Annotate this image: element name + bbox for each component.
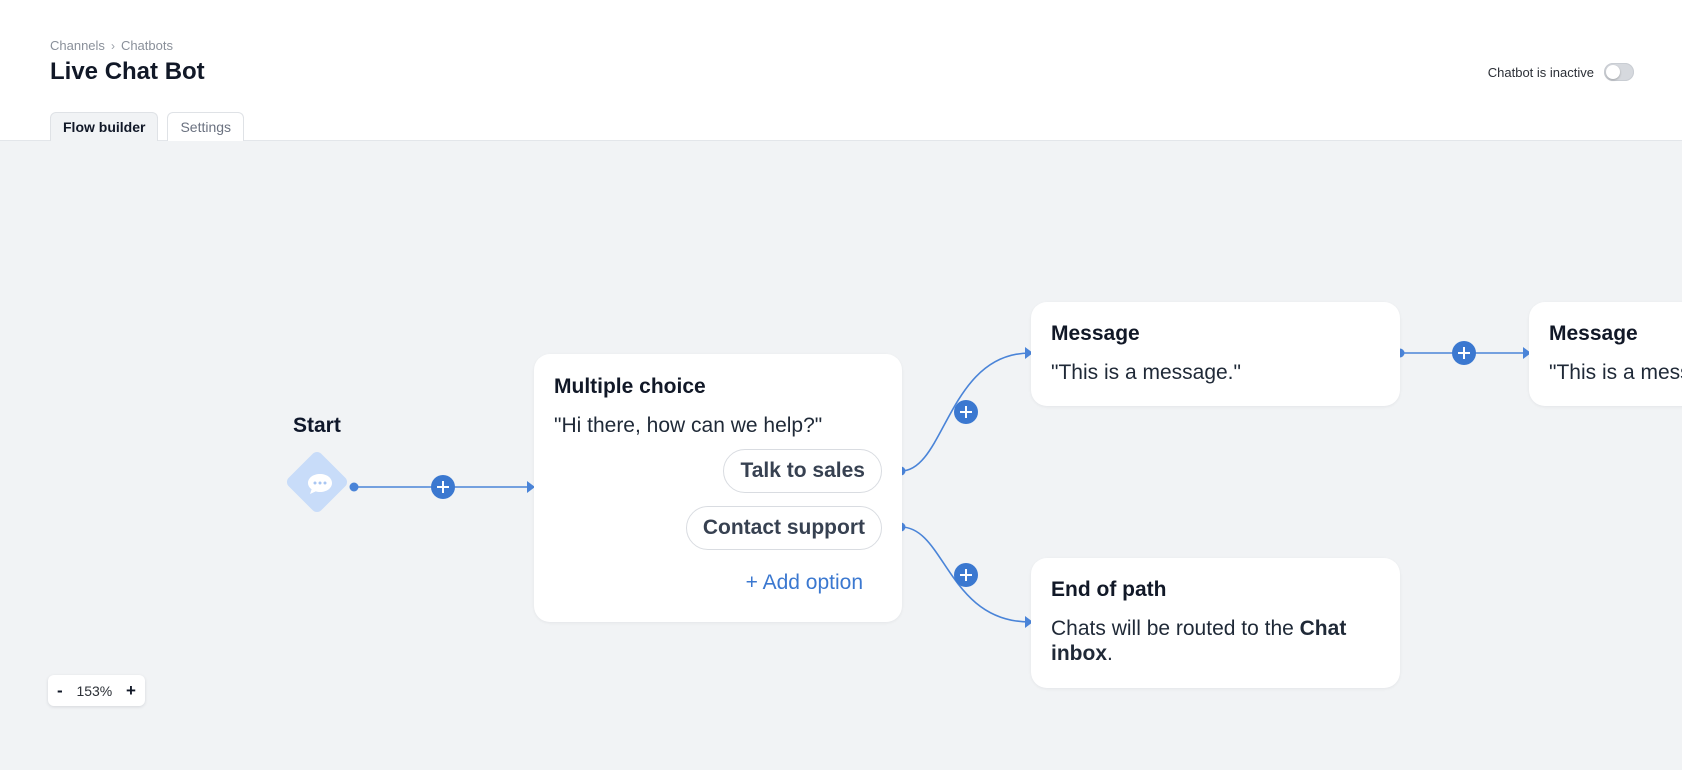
tab-bar: Flow builder Settings bbox=[50, 112, 245, 141]
message-node[interactable]: Message "This is a message." bbox=[1031, 302, 1400, 406]
end-text-prefix: Chats will be routed to the bbox=[1051, 617, 1300, 640]
edge-message-arrow bbox=[1523, 347, 1531, 359]
zoom-control: - 153% + bbox=[48, 675, 145, 706]
breadcrumb: Channels › Chatbots bbox=[50, 38, 173, 53]
chatbot-status: Chatbot is inactive bbox=[1488, 63, 1634, 81]
breadcrumb-channels[interactable]: Channels bbox=[50, 38, 105, 53]
end-of-path-text: Chats will be routed to the Chat inbox. bbox=[1051, 616, 1380, 666]
breadcrumb-chatbots[interactable]: Chatbots bbox=[120, 38, 173, 53]
chatbot-active-toggle[interactable] bbox=[1604, 63, 1634, 81]
node-message: "This is a message." bbox=[1051, 361, 1241, 384]
node-message: "This is a message." bbox=[1549, 361, 1682, 384]
add-step-plus-icon[interactable] bbox=[431, 475, 455, 499]
message-node-2[interactable]: Message "This is a message." bbox=[1529, 302, 1682, 406]
tab-flow-builder[interactable]: Flow builder bbox=[50, 112, 159, 141]
edge-sales-arrow bbox=[1025, 347, 1033, 359]
status-label: Chatbot is inactive bbox=[1487, 64, 1594, 80]
end-of-path-node[interactable]: End of path Chats will be routed to the … bbox=[1031, 558, 1400, 688]
end-text-bold: Chat inbox bbox=[1051, 617, 1347, 665]
node-title: Message bbox=[1051, 322, 1140, 345]
chat-bubble-icon bbox=[308, 474, 332, 494]
option-talk-to-sales[interactable]: Talk to sales bbox=[723, 449, 882, 493]
page-title: Live Chat Bot bbox=[50, 58, 205, 85]
node-message: "Hi there, how can we help?" bbox=[554, 414, 823, 437]
edge-support-arrow bbox=[1025, 616, 1033, 628]
multiple-choice-node[interactable]: Multiple choice "Hi there, how can we he… bbox=[534, 354, 902, 622]
page-header: Channels › Chatbots Live Chat Bot Chatbo… bbox=[0, 0, 1682, 141]
option-contact-support[interactable]: Contact support bbox=[685, 506, 882, 550]
add-step-plus-icon[interactable] bbox=[954, 563, 978, 587]
edge-start-arrow bbox=[527, 481, 535, 493]
add-step-plus-icon[interactable] bbox=[954, 400, 978, 424]
node-title: End of path bbox=[1051, 578, 1167, 601]
flow-canvas[interactable]: Start Multiple choice "Hi there, how can… bbox=[0, 141, 1682, 770]
node-title: Multiple choice bbox=[554, 375, 706, 398]
zoom-level: 153% bbox=[76, 682, 113, 699]
end-text-suffix: . bbox=[1107, 642, 1113, 665]
add-option-link[interactable]: + Add option bbox=[745, 571, 863, 594]
start-label: Start bbox=[293, 414, 341, 437]
toggle-knob bbox=[1606, 65, 1620, 79]
edge-support-to-end bbox=[900, 526, 1031, 623]
tab-settings[interactable]: Settings bbox=[167, 112, 245, 141]
node-title: Message bbox=[1549, 322, 1638, 345]
add-step-plus-icon[interactable] bbox=[1452, 341, 1476, 365]
edge-sales-to-message bbox=[900, 352, 1031, 472]
zoom-out-button[interactable]: - bbox=[57, 680, 63, 700]
breadcrumb-separator: › bbox=[110, 38, 115, 53]
zoom-in-button[interactable]: + bbox=[126, 680, 136, 700]
edge-start-dot bbox=[349, 482, 359, 492]
